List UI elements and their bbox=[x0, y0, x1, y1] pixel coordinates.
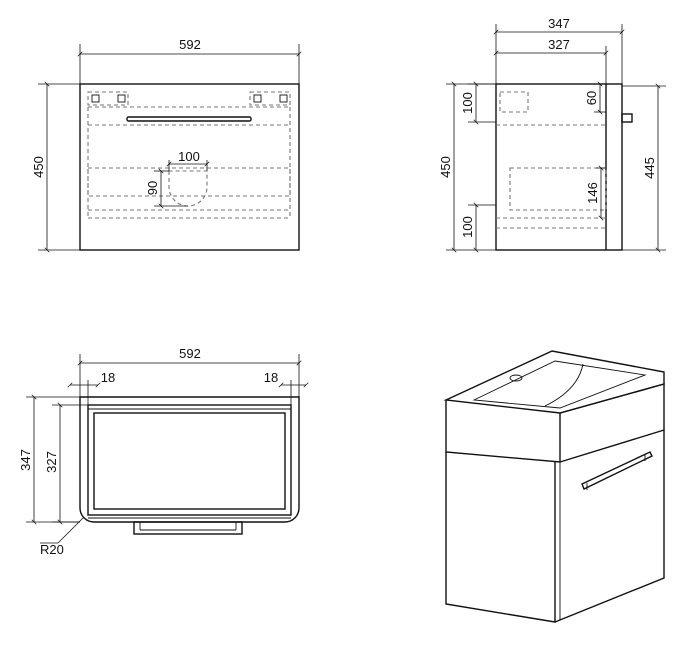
top-handle bbox=[133, 521, 243, 535]
dim-right-wall-label: 18 bbox=[264, 370, 278, 385]
dim-left-wall-label: 18 bbox=[101, 370, 115, 385]
siphon-cutout bbox=[168, 170, 208, 207]
dim-height-label: 450 bbox=[31, 156, 46, 178]
cabinet-front bbox=[445, 452, 556, 623]
side-bracket bbox=[499, 91, 529, 113]
basin-front bbox=[445, 400, 561, 463]
front-outline bbox=[79, 83, 300, 251]
dim-cutout-height-label: 90 bbox=[145, 181, 160, 195]
bracket-hole bbox=[253, 94, 262, 103]
dim-depth-label: 347 bbox=[548, 16, 570, 31]
side-hidden-rect bbox=[509, 167, 607, 211]
front-view: 592 450 100 90 bbox=[31, 37, 302, 253]
dim-top-inner-depth-label: 327 bbox=[44, 451, 59, 473]
top-outline bbox=[79, 396, 300, 523]
side-handle bbox=[621, 113, 633, 123]
dim-inner-height-label: 445 bbox=[642, 157, 657, 179]
bracket-left bbox=[87, 91, 129, 106]
dim-top-width-label: 592 bbox=[179, 346, 201, 361]
side-view: 347 327 450 445 100 60 100 146 bbox=[438, 16, 666, 253]
bracket-hole bbox=[91, 94, 100, 103]
basin-rim bbox=[472, 360, 647, 409]
dim-bottom-offset-label: 100 bbox=[460, 216, 475, 238]
dim-side-cutout-label: 146 bbox=[585, 182, 600, 204]
dim-radius-label: R20 bbox=[40, 542, 64, 557]
dim-width-label: 592 bbox=[179, 37, 201, 52]
cabinet-side bbox=[554, 430, 665, 623]
basin-side bbox=[559, 383, 665, 463]
front-handle bbox=[126, 116, 252, 122]
isometric-view bbox=[443, 350, 665, 623]
iso-handle bbox=[581, 451, 653, 490]
basin-top bbox=[443, 350, 665, 414]
dim-side-height-label: 450 bbox=[438, 156, 453, 178]
radius-leader bbox=[57, 516, 85, 544]
top-inner-box bbox=[93, 412, 286, 510]
dim-top-offset-label: 100 bbox=[460, 92, 475, 114]
dim-cutout-width-label: 100 bbox=[178, 149, 200, 164]
bracket-hole bbox=[279, 94, 288, 103]
bracket-hole bbox=[117, 94, 126, 103]
dim-inner-depth-label: 327 bbox=[548, 37, 570, 52]
basin-curve bbox=[544, 363, 584, 407]
top-view: 592 18 18 347 327 R20 bbox=[18, 346, 309, 557]
side-outline bbox=[495, 83, 623, 251]
dim-bracket-label: 60 bbox=[584, 91, 599, 105]
top-inner-wall bbox=[87, 404, 292, 516]
tap-hole bbox=[509, 374, 523, 382]
bracket-right bbox=[249, 91, 291, 106]
dim-top-depth-label: 347 bbox=[18, 449, 33, 471]
front-hidden-rect bbox=[87, 167, 291, 197]
